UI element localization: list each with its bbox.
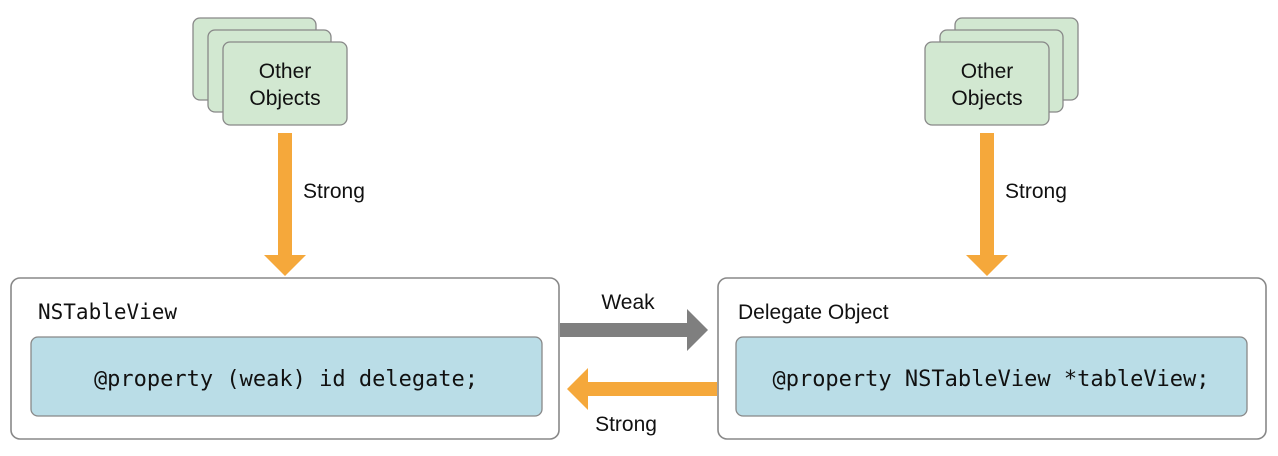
middle-strong-label: Strong (595, 413, 657, 436)
left-other-objects-label-line1: Other (259, 60, 312, 83)
delegate-object-box-title: Delegate Object (738, 301, 889, 324)
delegate-property-panel (735, 336, 1248, 417)
right-strong-label: Strong (1005, 180, 1067, 203)
nstableview-box: NSTableView @property (weak) id delegate… (10, 277, 560, 440)
right-other-objects-label-line2: Objects (951, 87, 1022, 110)
left-strong-arrow-shaft (278, 133, 292, 256)
left-strong-label: Strong (303, 180, 365, 203)
left-other-objects-stack: Other Objects (192, 17, 348, 126)
weak-arrow (560, 309, 708, 351)
weak-arrow-head (687, 309, 708, 351)
delegate-property-text: @property NSTableView *tableView; (772, 367, 1209, 392)
right-other-objects-stack: Other Objects (924, 17, 1079, 126)
left-other-objects-label-line2: Objects (249, 87, 320, 110)
left-other-objects-card-front (222, 41, 348, 126)
middle-strong-arrow-head (567, 368, 588, 410)
nstableview-property-panel (30, 336, 543, 417)
right-other-objects-card-front (924, 41, 1050, 126)
weak-arrow-shaft (560, 323, 689, 337)
middle-strong-arrow (567, 368, 717, 410)
right-other-objects-label-line1: Other (961, 60, 1014, 83)
nstableview-property-text: @property (weak) id delegate; (94, 367, 478, 392)
right-strong-arrow (966, 133, 1008, 276)
delegate-object-box: Delegate Object @property NSTableView *t… (717, 277, 1267, 440)
middle-strong-arrow-shaft (586, 382, 717, 396)
left-strong-arrow (264, 133, 306, 276)
right-strong-arrow-shaft (980, 133, 994, 256)
right-strong-arrow-head (966, 255, 1008, 276)
weak-label: Weak (601, 291, 655, 314)
left-strong-arrow-head (264, 255, 306, 276)
nstableview-box-title: NSTableView (38, 300, 177, 324)
